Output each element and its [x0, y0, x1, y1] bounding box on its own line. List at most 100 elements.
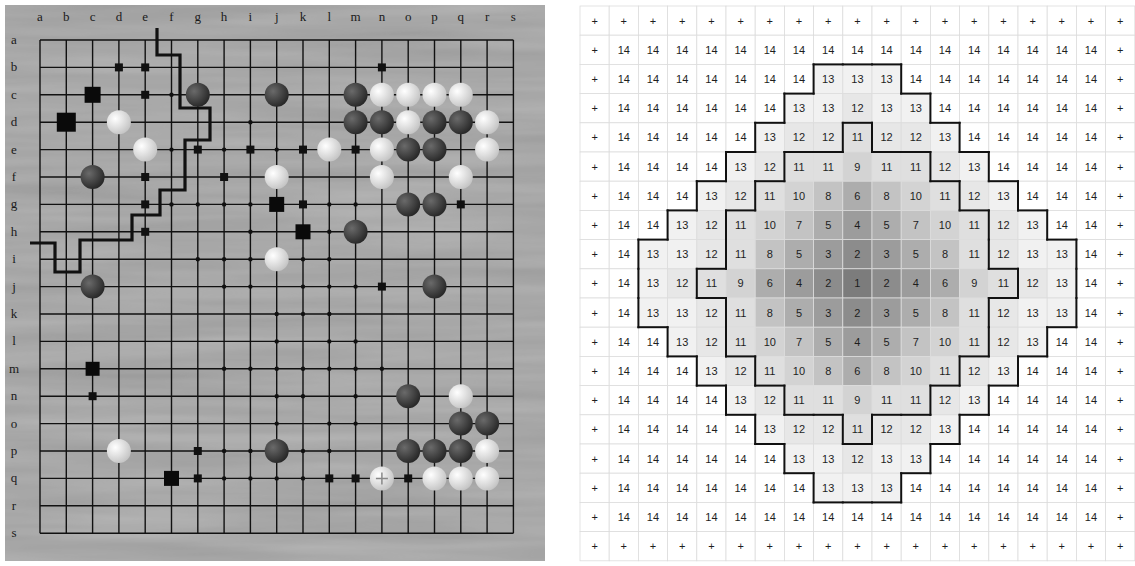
small-square-mark	[352, 474, 360, 482]
grid-cell	[1018, 181, 1047, 210]
grid-value: 14	[1077, 482, 1104, 494]
grid-value: 8	[873, 365, 900, 377]
grid-cell	[638, 298, 667, 327]
contour-line	[697, 385, 726, 387]
grid-value: 14	[610, 365, 637, 377]
grid-value: 4	[902, 277, 929, 289]
intersection-dot	[301, 394, 305, 398]
row-letter: h	[6, 224, 22, 240]
grid-value: 14	[1077, 44, 1104, 56]
grid-cell	[755, 327, 784, 356]
grid-value: +	[844, 15, 871, 27]
intersection-dot	[327, 367, 331, 371]
grid-value: +	[1077, 15, 1104, 27]
grid-cell	[989, 181, 1018, 210]
large-square-mark	[296, 224, 311, 239]
black-stone	[423, 192, 447, 216]
contour-line	[755, 180, 784, 182]
grid-cell	[960, 181, 989, 210]
grid-value: 14	[1019, 365, 1046, 377]
grid-value: +	[669, 15, 696, 27]
grid-cell	[580, 181, 609, 210]
grid-value: +	[727, 15, 754, 27]
grid-cell	[872, 64, 901, 93]
grid-cell	[1018, 386, 1047, 415]
grid-value: 11	[844, 131, 871, 143]
grid-cell	[960, 327, 989, 356]
grid-cell	[1047, 152, 1076, 181]
grid-value: 14	[669, 131, 696, 143]
grid-cell	[609, 35, 638, 64]
grid-value: 13	[669, 219, 696, 231]
grid-value: 10	[756, 219, 783, 231]
intersection-dot	[222, 284, 226, 288]
grid-value: 14	[1048, 131, 1075, 143]
grid-value: 14	[990, 511, 1017, 523]
grid-cell	[580, 532, 609, 561]
contour-line	[696, 269, 698, 298]
small-square-mark	[299, 146, 307, 154]
row-letter: q	[6, 470, 22, 486]
column-letter: c	[83, 9, 103, 25]
grid-value: 14	[1048, 161, 1075, 173]
grid-value: 13	[698, 365, 725, 377]
contour-line	[900, 473, 902, 502]
black-stone	[344, 220, 368, 244]
intersection-dot	[248, 230, 252, 234]
contour-line	[929, 152, 931, 181]
grid-value: 5	[785, 307, 812, 319]
grid-value: 13	[873, 482, 900, 494]
grid-value: +	[581, 423, 608, 435]
grid-value: +	[1107, 511, 1134, 523]
grid-value: 13	[902, 453, 929, 465]
contour-line	[960, 209, 989, 211]
grid-cell	[872, 181, 901, 210]
contour-line	[637, 240, 639, 269]
intersection-dot	[353, 339, 357, 343]
grid-cell	[1106, 181, 1135, 210]
grid-value: 14	[727, 102, 754, 114]
grid-value: 7	[785, 219, 812, 231]
grid-value: +	[961, 15, 988, 27]
grid-cell	[1106, 35, 1135, 64]
contour-line	[959, 415, 961, 444]
grid-cell	[814, 210, 843, 239]
grid-cell	[668, 94, 697, 123]
grid-value: 13	[931, 131, 958, 143]
grid-value: 14	[931, 511, 958, 523]
grid-value: 14	[990, 423, 1017, 435]
intersection-dot	[169, 202, 173, 206]
contour-line	[988, 152, 990, 181]
grid-value: 12	[815, 131, 842, 143]
grid-value: +	[581, 219, 608, 231]
grid-cell	[668, 240, 697, 269]
grid-cell	[960, 473, 989, 502]
grid-cell	[843, 502, 872, 531]
grid-value: 14	[698, 161, 725, 173]
plus-mark	[376, 472, 388, 484]
grid-value: 14	[902, 73, 929, 85]
grid-cell	[638, 356, 667, 385]
contour-line	[1018, 355, 1047, 357]
grid-value: 13	[815, 73, 842, 85]
contour-line	[872, 501, 901, 503]
grid-cell	[638, 152, 667, 181]
column-letter: b	[56, 9, 76, 25]
grid-value: 14	[961, 511, 988, 523]
grid-value: 14	[844, 511, 871, 523]
contour-line	[930, 180, 959, 182]
grid-value: +	[756, 540, 783, 552]
grid-cell	[930, 444, 959, 473]
grid-cell	[580, 473, 609, 502]
grid-cell	[901, 152, 930, 181]
grid-cell	[697, 502, 726, 531]
grid-cell	[843, 94, 872, 123]
grid-value: +	[1107, 15, 1134, 27]
grid-cell	[784, 327, 813, 356]
grid-cell	[697, 444, 726, 473]
grid-value: 13	[990, 190, 1017, 202]
small-square-mark	[378, 283, 386, 291]
grid-value: 6	[844, 365, 871, 377]
white-stone	[449, 83, 473, 107]
